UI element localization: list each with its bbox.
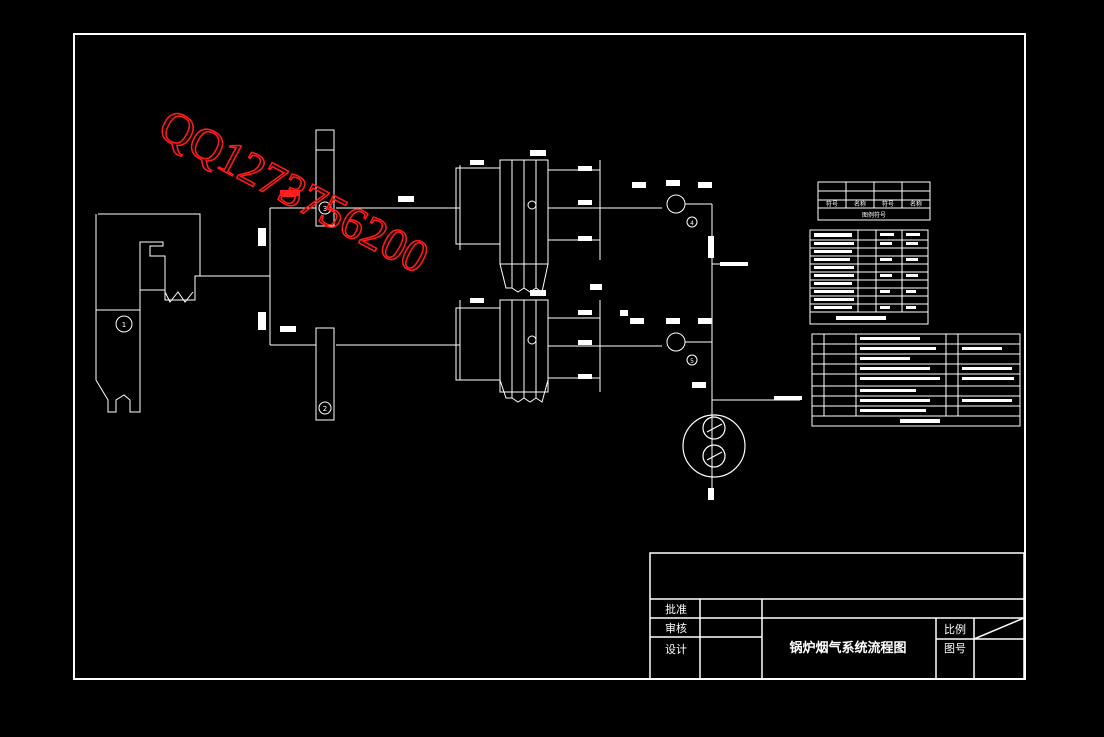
fan-upper-tag: 4 — [690, 220, 694, 227]
flue-ducts — [200, 165, 461, 380]
induced-draft-fan-lower — [666, 332, 712, 366]
preheater-lower — [315, 327, 335, 421]
outlet-manifolds — [548, 160, 662, 392]
fan-lower-tag: 5 — [690, 358, 694, 365]
legend-symbol-label-1: 符号 — [826, 200, 838, 208]
title-block — [649, 552, 1025, 680]
tag-highlight — [282, 192, 296, 197]
approve-label: 批准 — [665, 602, 687, 616]
scale-label: 比例 — [944, 622, 966, 636]
boiler-tag-circle — [115, 315, 133, 333]
duct-labels — [258, 190, 300, 332]
legend-table — [817, 181, 931, 221]
boiler — [95, 213, 201, 413]
legend-footer: 图例符号 — [862, 211, 886, 219]
legend-symbol-label-2: 符号 — [882, 200, 894, 208]
preheater-upper-tag: 3 — [323, 205, 327, 213]
legend-header-row: 符号 名称 符号 名称 图例符号 — [826, 200, 922, 219]
instrument-tags — [398, 150, 802, 500]
preheater-lower-tag: 2 — [323, 405, 327, 413]
parameter-table — [809, 229, 929, 325]
review-label: 审核 — [665, 621, 687, 635]
drawing-no-label: 图号 — [944, 642, 966, 655]
preheater-upper — [315, 129, 335, 227]
precipitator-lower — [455, 299, 549, 403]
induced-draft-fan-upper — [666, 194, 712, 228]
precipitator-upper — [455, 159, 549, 293]
drawing-title: 锅炉烟气系统流程图 — [789, 640, 906, 656]
chimney — [682, 414, 746, 478]
equipment-table — [811, 333, 1021, 427]
design-label: 设计 — [665, 643, 687, 656]
legend-name-label-1: 名称 — [854, 200, 866, 208]
parameter-table-fill — [814, 233, 920, 320]
drawing-border — [73, 33, 1026, 680]
legend-name-label-2: 名称 — [910, 200, 922, 208]
boiler-tag-number: 1 — [122, 321, 126, 329]
equipment-table-fill — [860, 337, 1014, 423]
